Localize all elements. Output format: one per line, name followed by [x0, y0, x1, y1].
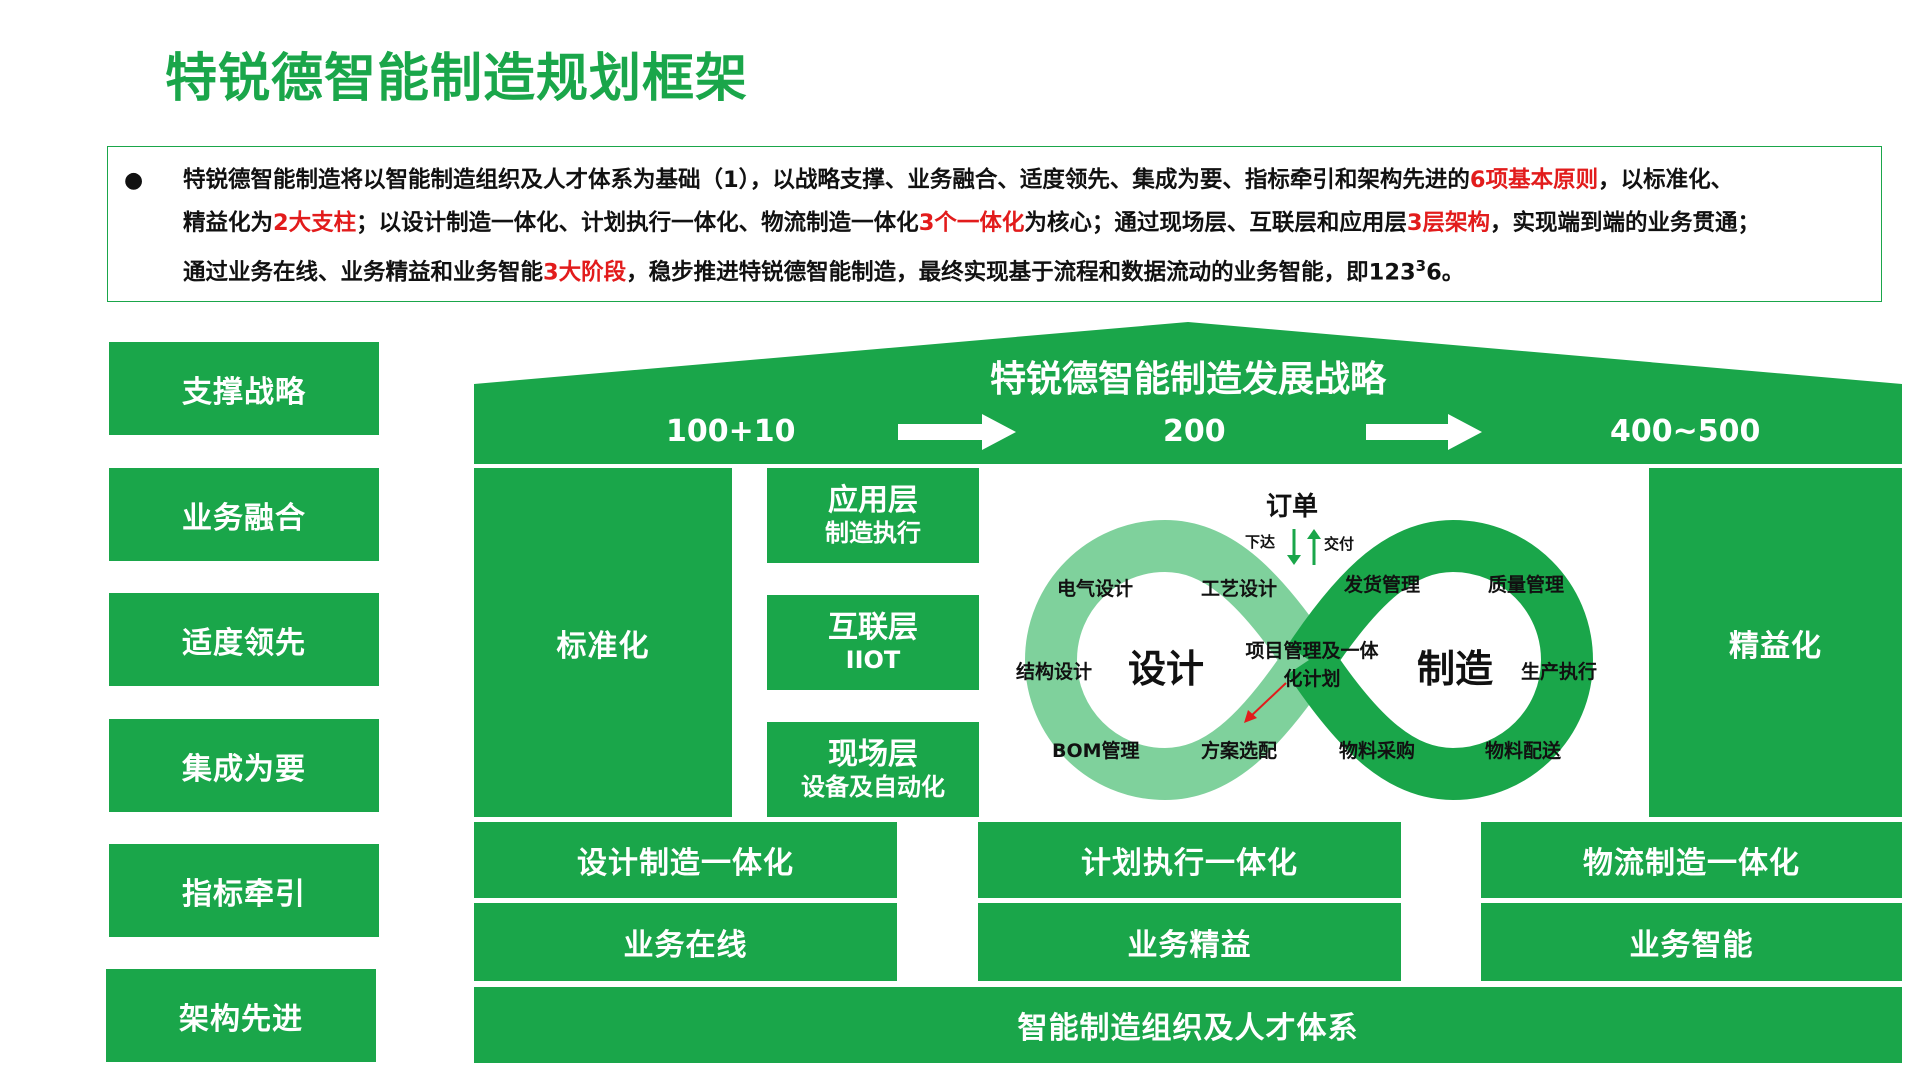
quality-management-label: 质量管理	[1488, 574, 1565, 596]
principle-moderate-lead: 适度领先	[109, 593, 379, 686]
strategy-title: 特锐德智能制造发展战略	[989, 359, 1386, 400]
layer-field: 现场层 设备及自动化	[767, 722, 979, 817]
design-loop	[1025, 520, 1331, 800]
phase-business-intelligence: 业务智能	[1481, 903, 1902, 981]
order-label: 订单	[1266, 492, 1319, 522]
stage-1: 100+10	[666, 414, 796, 449]
base-organization-talent: 智能制造组织及人才体系	[474, 987, 1902, 1063]
design-label: 设计	[1128, 647, 1205, 691]
arrow-right-icon	[1366, 414, 1482, 450]
arrow-right-icon	[898, 414, 1016, 450]
summary-line-1: 特锐德智能制造将以智能制造组织及人才体系为基础（1），以战略支撑、业务融合、适度…	[183, 167, 1734, 193]
down-label: 下达	[1245, 533, 1276, 551]
material-delivery-label: 物料配送	[1485, 740, 1562, 762]
stage-3: 400~500	[1610, 414, 1761, 449]
shipping-management-label: 发货管理	[1344, 574, 1421, 596]
pillar-standardization: 标准化	[474, 468, 732, 817]
summary-line-2: 精益化为2大支柱；以设计制造一体化、计划执行一体化、物流制造一体化3个一体化为核…	[183, 210, 1761, 236]
process-design-label: 工艺设计	[1201, 578, 1278, 600]
stage-2: 200	[1163, 414, 1226, 449]
center-plan-label: 项目管理及一体化计划	[1245, 640, 1379, 690]
principle-indicator-driven: 指标牵引	[109, 844, 379, 937]
scheme-selection-label: 方案选配	[1201, 740, 1278, 762]
layer-interconnect: 互联层 IIOT	[767, 595, 979, 690]
red-arrow-icon	[1244, 682, 1287, 723]
manufacture-label: 制造	[1417, 647, 1494, 691]
material-purchase-label: 物料采购	[1339, 740, 1416, 762]
bullet-icon: ●	[124, 168, 144, 193]
electrical-design-label: 电气设计	[1057, 578, 1134, 600]
principle-integration-key: 集成为要	[109, 719, 379, 812]
layer-application: 应用层 制造执行	[767, 468, 979, 563]
manufacture-loop	[1287, 520, 1594, 800]
phase-business-lean: 业务精益	[978, 903, 1401, 981]
integration-plan-execution: 计划执行一体化	[978, 822, 1401, 898]
deliver-label: 交付	[1324, 535, 1355, 553]
phase-business-online: 业务在线	[474, 903, 897, 981]
summary-line-3: 通过业务在线、业务精益和业务智能3大阶段，稳步推进特锐德智能制造，最终实现基于流…	[183, 257, 1465, 286]
principle-advanced-architecture: 架构先进	[106, 969, 376, 1062]
pillar-lean: 精益化	[1649, 468, 1902, 817]
infinity-loop-diagram	[1025, 520, 1594, 800]
down-up-arrows-icon	[1287, 529, 1321, 565]
page-title: 特锐德智能制造规划框架	[165, 49, 749, 109]
summary-box: ● 特锐德智能制造将以智能制造组织及人才体系为基础（1），以战略支撑、业务融合、…	[107, 146, 1882, 302]
principle-business-integration: 业务融合	[109, 468, 379, 561]
principle-support-strategy: 支撑战略	[109, 342, 379, 435]
bom-management-label: BOM管理	[1052, 740, 1140, 762]
integration-logistics-manufacture: 物流制造一体化	[1481, 822, 1902, 898]
integration-design-manufacture: 设计制造一体化	[474, 822, 897, 898]
structure-design-label: 结构设计	[1016, 661, 1093, 683]
production-execution-label: 生产执行	[1521, 661, 1598, 683]
strategy-roof	[474, 322, 1902, 464]
